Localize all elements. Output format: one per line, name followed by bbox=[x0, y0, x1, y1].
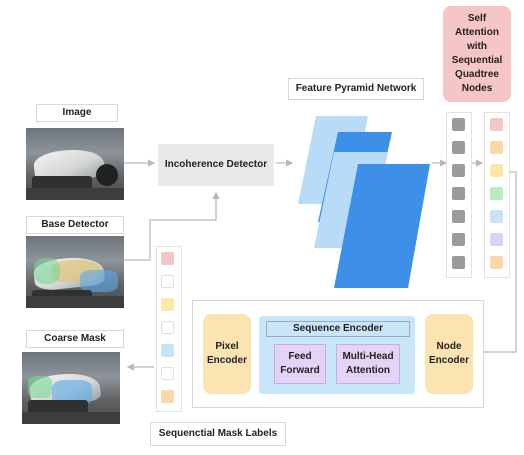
attention-output-column bbox=[484, 112, 510, 278]
coarse-mask-image bbox=[22, 352, 120, 424]
mask-region-blue bbox=[80, 270, 118, 292]
mask-label-yellow bbox=[161, 298, 174, 311]
quadtree-node bbox=[452, 210, 465, 223]
mask-label-pink bbox=[161, 252, 174, 265]
car-grille-shape bbox=[32, 290, 92, 300]
incoherence-detector-box: Incoherence Detector bbox=[158, 144, 274, 186]
ground-shape bbox=[26, 296, 124, 308]
quadtree-node bbox=[452, 233, 465, 246]
attention-node-orange bbox=[490, 256, 503, 269]
self-attention-box: Self Attention with Sequential Quadtree … bbox=[443, 6, 511, 102]
base-detector-image bbox=[26, 236, 124, 308]
mask-label-empty bbox=[161, 275, 174, 288]
mask-label-blue bbox=[161, 344, 174, 357]
mask-region-green bbox=[34, 258, 60, 284]
arrow-base-to-detector bbox=[124, 191, 220, 261]
car-grille-shape bbox=[28, 400, 88, 414]
input-image bbox=[26, 128, 124, 200]
attention-node-blue bbox=[490, 210, 503, 223]
fpn-plate-2-dark bbox=[334, 164, 430, 288]
mask-label-orange bbox=[161, 390, 174, 403]
ground-shape bbox=[22, 412, 120, 424]
attention-node-orange bbox=[490, 141, 503, 154]
ground-shape bbox=[26, 188, 124, 200]
node-encoder-box: Node Encoder bbox=[425, 314, 473, 394]
quadtree-node bbox=[452, 187, 465, 200]
base-detector-label: Base Detector bbox=[26, 216, 124, 234]
attention-node-purple bbox=[490, 233, 503, 246]
pixel-encoder-box: Pixel Encoder bbox=[203, 314, 251, 394]
coarse-mask-label: Coarse Mask bbox=[26, 330, 124, 348]
attention-node-green bbox=[490, 187, 503, 200]
feed-forward-box: Feed Forward bbox=[274, 344, 326, 384]
multi-head-attention-box: Multi-Head Attention bbox=[336, 344, 400, 384]
car-grille-shape bbox=[32, 176, 92, 190]
fpn-label: Feature Pyramid Network bbox=[288, 78, 424, 100]
mask-region-green bbox=[28, 376, 52, 398]
attention-node-pink bbox=[490, 118, 503, 131]
quadtree-node bbox=[452, 141, 465, 154]
sequence-encoder-title: Sequence Encoder bbox=[266, 321, 410, 337]
arrow-colors-to-node-encoder bbox=[474, 171, 517, 356]
mask-label-empty bbox=[161, 367, 174, 380]
attention-node-yellow bbox=[490, 164, 503, 177]
sequential-mask-labels-caption: Sequenctial Mask Labels bbox=[150, 422, 286, 446]
mask-label-empty bbox=[161, 321, 174, 334]
quadtree-node bbox=[452, 164, 465, 177]
image-label: Image bbox=[36, 104, 118, 122]
fpn-stack bbox=[298, 116, 430, 288]
quadtree-node bbox=[452, 118, 465, 131]
quadtree-node bbox=[452, 256, 465, 269]
car-wheel-shape bbox=[96, 164, 118, 186]
